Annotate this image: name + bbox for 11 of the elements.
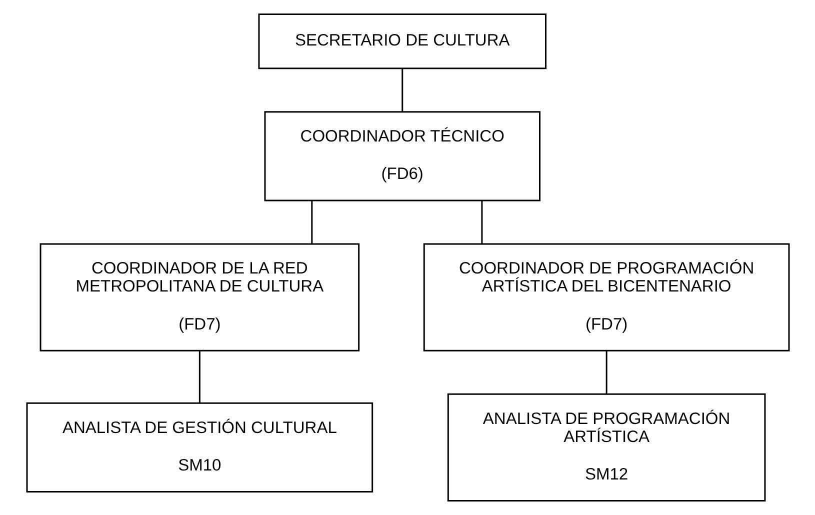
connector xyxy=(401,68,403,112)
node-box: COORDINADOR TÉCNICO (FD6) xyxy=(264,111,540,202)
node-box: ANALISTA DE GESTIÓN CULTURAL SM10 xyxy=(26,402,373,492)
node-box: COORDINADOR DE PROGRAMACIÓN ARTÍSTICA DEL BICENTENARIO (FD7) xyxy=(422,243,790,352)
node-box: SECRETARIO DE CULTURA xyxy=(258,14,546,70)
connector xyxy=(310,200,312,244)
node-box: COORDINADOR DE LA RED METROPOLITANA DE CULTURA (FD7) xyxy=(39,243,360,352)
connector xyxy=(605,350,607,394)
connector xyxy=(198,350,200,403)
node-box: ANALISTA DE PROGRAMACIÓN ARTÍSTICA SM12 xyxy=(446,393,766,502)
connector xyxy=(480,200,482,244)
